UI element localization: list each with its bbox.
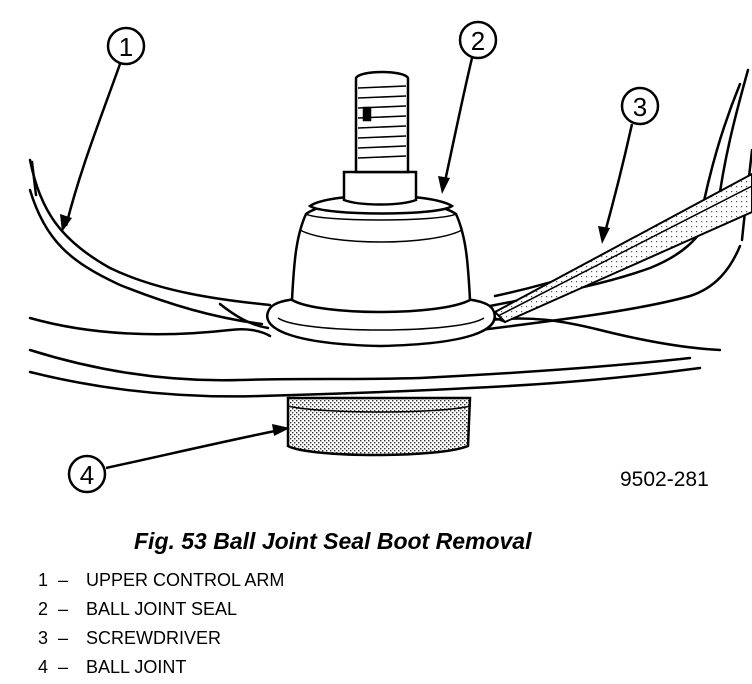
screwdriver [489, 172, 752, 324]
ball-joint-stud [342, 70, 418, 206]
legend-label: BALL JOINT SEAL [86, 599, 238, 619]
legend-number: 4 [38, 657, 49, 677]
legend-number: 3 [38, 628, 49, 648]
ball-joint-illustration: 1 2 3 4 9502-281 [28, 20, 752, 494]
legend-item: 1–UPPER CONTROL ARM [38, 566, 284, 595]
legend-label: UPPER CONTROL ARM [86, 570, 285, 590]
callout-legend: 1–UPPER CONTROL ARM 2–BALL JOINT SEAL 3–… [38, 566, 284, 682]
legend-separator: – [58, 657, 69, 677]
svg-text:3: 3 [633, 92, 647, 122]
figure-caption: Fig. 53 Ball Joint Seal Boot Removal [134, 528, 532, 554]
callout-4: 4 [67, 424, 290, 494]
callout-1: 1 [60, 26, 146, 232]
svg-text:4: 4 [80, 460, 94, 490]
callout-2: 2 [438, 20, 498, 194]
legend-label: BALL JOINT [86, 657, 187, 677]
legend-separator: – [58, 570, 69, 590]
legend-label: SCREWDRIVER [86, 628, 222, 648]
legend-item: 2–BALL JOINT SEAL [38, 595, 284, 624]
legend-item: 4–BALL JOINT [38, 653, 284, 682]
legend-separator: – [58, 628, 69, 648]
legend-item: 3–SCREWDRIVER [38, 624, 284, 653]
figure-code: 9502-281 [620, 468, 709, 491]
callout-3: 3 [598, 86, 660, 244]
legend-number: 2 [38, 599, 49, 619]
ball-joint [286, 396, 472, 457]
legend-number: 1 [38, 570, 49, 590]
legend-separator: – [58, 599, 69, 619]
svg-text:1: 1 [119, 32, 133, 62]
ball-joint-seal [265, 194, 496, 348]
svg-text:2: 2 [471, 26, 485, 56]
